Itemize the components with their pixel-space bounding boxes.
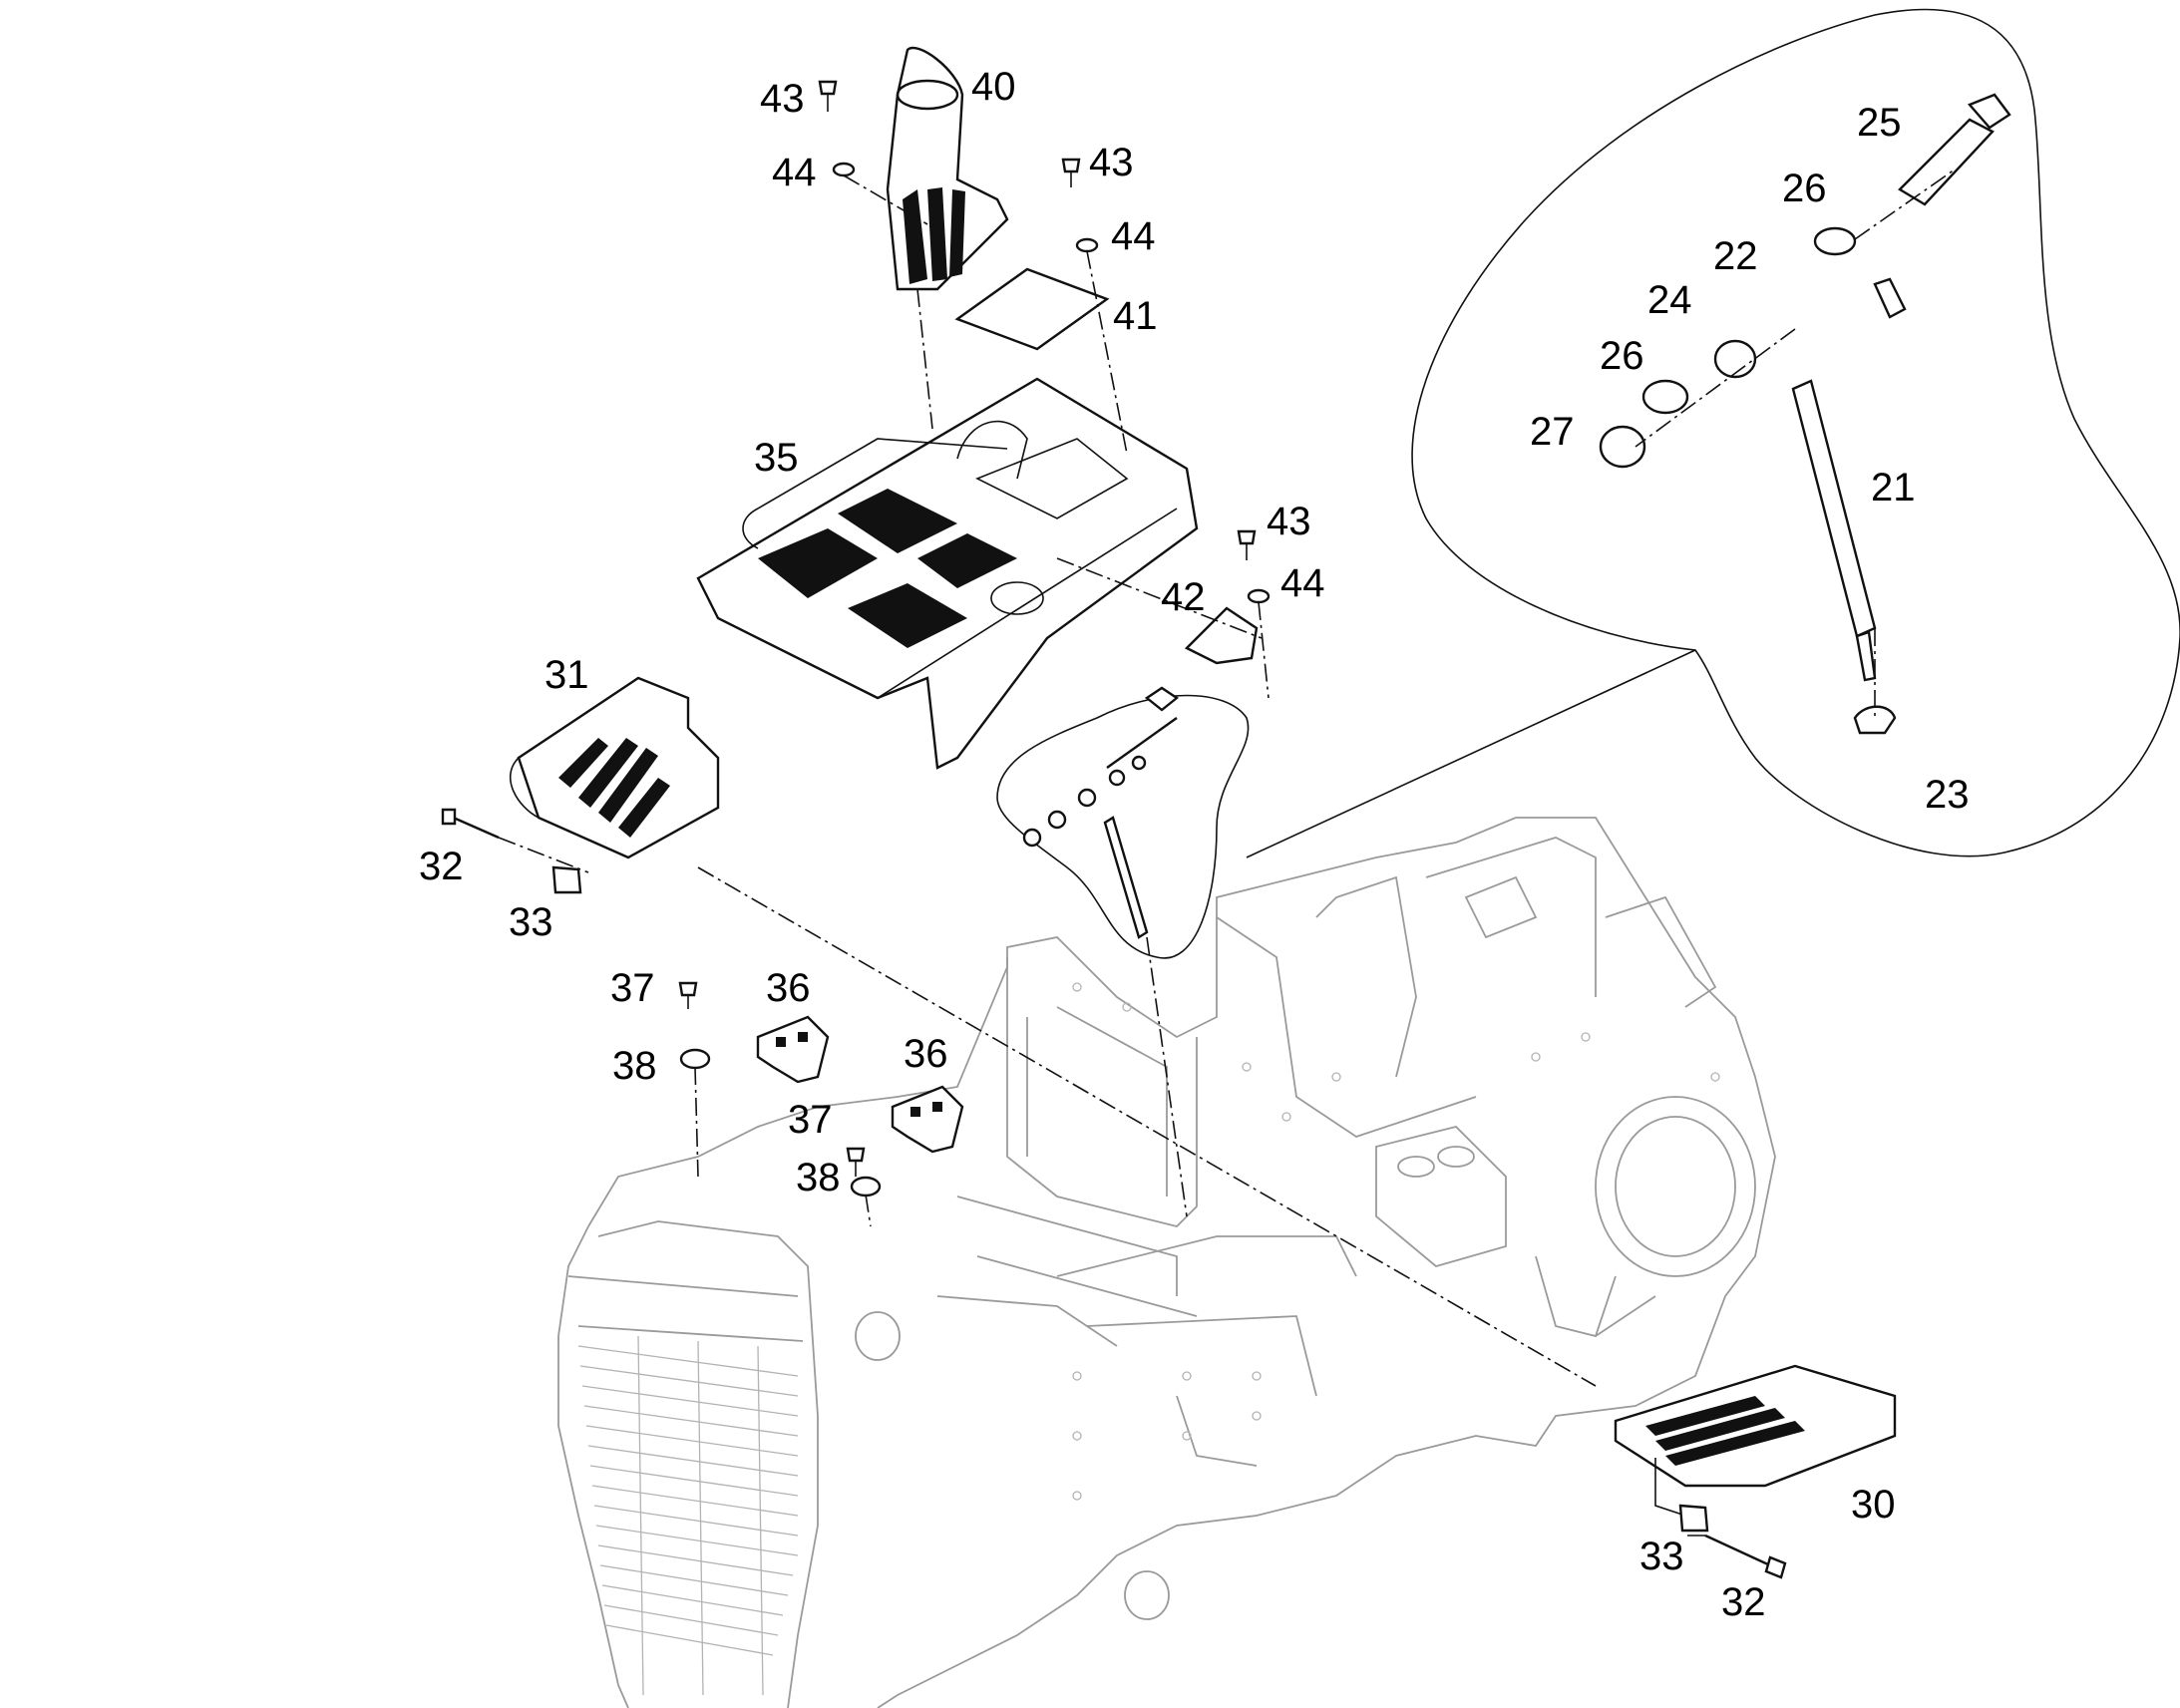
callout-27: 27 <box>1530 410 1575 454</box>
callout-33b: 33 <box>1639 1535 1684 1578</box>
callout-42: 42 <box>1161 575 1206 619</box>
cab-floor-35 <box>696 377 1199 770</box>
machine-frame <box>557 817 1776 1708</box>
callouts: 25 26 22 24 26 27 21 23 43 40 44 43 44 4… <box>419 65 1970 1624</box>
plate-42 <box>1184 606 1259 665</box>
leader-lines <box>498 169 1956 1537</box>
callout-37a: 37 <box>610 966 655 1010</box>
callout-36a: 36 <box>766 966 811 1010</box>
callout-44a: 44 <box>772 151 817 194</box>
callout-22: 22 <box>1713 234 1758 278</box>
bracket-36-lower <box>891 1085 964 1154</box>
bracket-36-upper <box>756 1015 830 1084</box>
callout-43a: 43 <box>760 77 805 121</box>
plate-41 <box>954 267 1110 351</box>
callout-43b: 43 <box>1089 141 1134 184</box>
callout-44b: 44 <box>1111 214 1156 258</box>
callout-23: 23 <box>1925 773 1970 817</box>
callout-38a: 38 <box>612 1044 657 1088</box>
callout-32b: 32 <box>1721 1580 1766 1624</box>
step-plate-31 <box>509 676 720 859</box>
callout-44c: 44 <box>1280 561 1325 605</box>
callout-40: 40 <box>971 65 1016 109</box>
callout-32a: 32 <box>419 845 464 888</box>
strut-assembly-small <box>1022 686 1180 939</box>
callout-26b: 26 <box>1600 334 1644 378</box>
callout-36b: 36 <box>904 1032 948 1076</box>
callout-21: 21 <box>1871 466 1916 510</box>
callout-24: 24 <box>1647 278 1692 322</box>
callout-33a: 33 <box>509 900 553 944</box>
callout-30: 30 <box>1851 1483 1896 1527</box>
detail-inset-large <box>1411 8 2180 857</box>
callout-43c: 43 <box>1267 500 1311 543</box>
step-plate-30 <box>1614 1364 1897 1517</box>
callout-26a: 26 <box>1782 167 1827 210</box>
callout-35: 35 <box>754 436 799 480</box>
callout-38b: 38 <box>796 1156 841 1199</box>
callout-31: 31 <box>545 653 589 697</box>
detail-inset-small <box>996 649 1696 959</box>
callout-37b: 37 <box>788 1098 833 1142</box>
strut-assembly-large <box>1599 93 2011 735</box>
fasteners <box>441 80 1787 1579</box>
callout-41: 41 <box>1113 294 1158 338</box>
callout-25: 25 <box>1857 101 1902 145</box>
